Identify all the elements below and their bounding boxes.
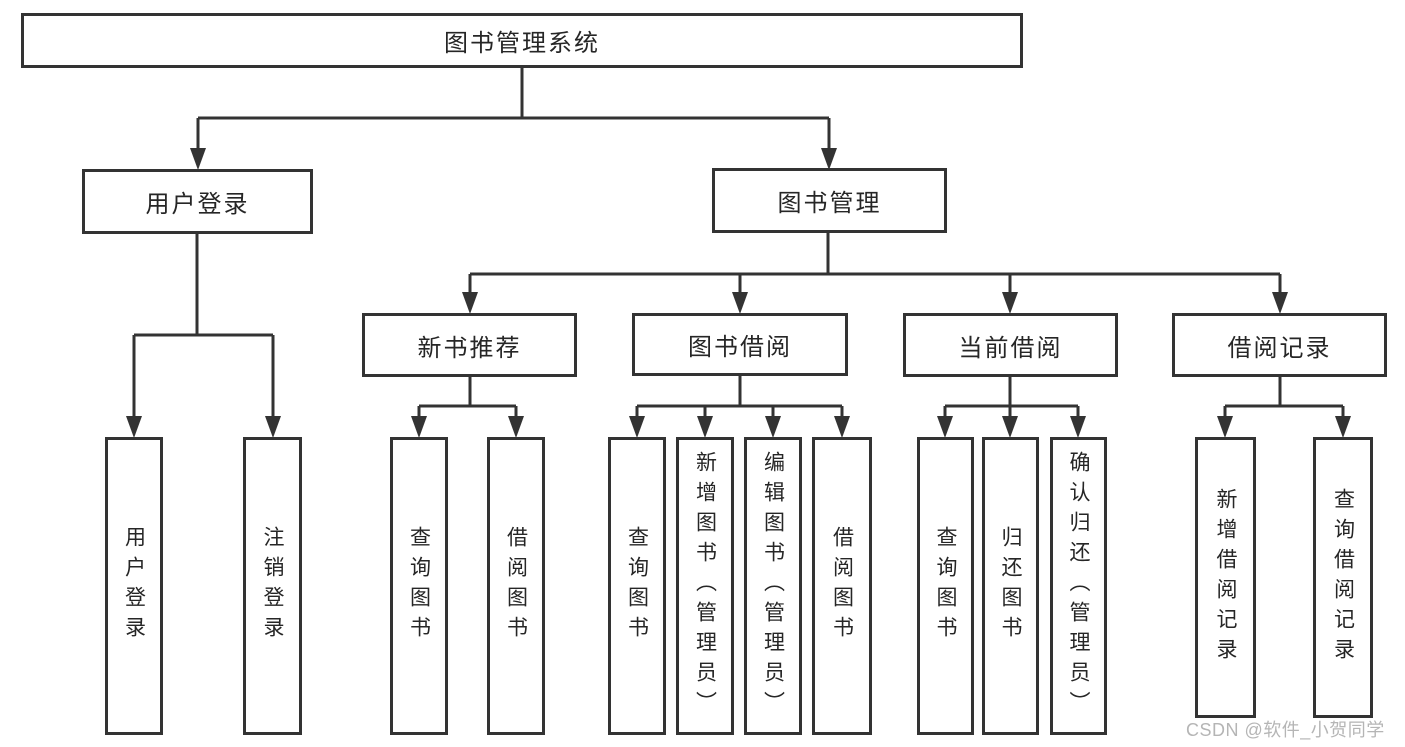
node-leaf-return-book: 归还图书 (982, 437, 1039, 735)
node-new-book-recommend: 新书推荐 (362, 313, 577, 377)
node-label: 查询图书 (934, 526, 957, 646)
node-label: 新书推荐 (417, 334, 522, 362)
node-label: 注销登录 (261, 526, 284, 646)
node-leaf-borrow-books-1: 借阅图书 (487, 437, 545, 735)
node-leaf-query-books-2: 查询图书 (608, 437, 666, 735)
node-label: 编辑图书（管理员） (761, 451, 785, 721)
node-label: 用户登录 (122, 526, 146, 646)
node-leaf-query-borrow-record: 查询借阅记录 (1313, 437, 1373, 718)
node-leaf-query-books-3: 查询图书 (917, 437, 974, 735)
node-label: 图书借阅 (688, 334, 792, 361)
node-label: 借阅图书 (504, 526, 528, 646)
node-label: 借阅记录 (1227, 334, 1332, 362)
node-leaf-add-book-admin: 新增图书（管理员） (676, 437, 734, 735)
node-leaf-query-books-1: 查询图书 (390, 437, 448, 735)
node-label: 当前借阅 (958, 334, 1063, 362)
node-book-borrowing: 图书借阅 (632, 313, 848, 376)
node-label: 用户登录 (145, 191, 250, 218)
node-label: 归还图书 (999, 526, 1022, 646)
watermark-text: CSDN @软件_小贺同学 (1186, 720, 1385, 740)
node-label: 查询图书 (407, 526, 431, 646)
node-label: 新增借阅记录 (1214, 487, 1237, 668)
node-label: 图书管理 (777, 190, 882, 217)
node-label: 查询借阅记录 (1331, 487, 1355, 668)
node-leaf-add-borrow-record: 新增借阅记录 (1195, 437, 1256, 718)
node-label: 图书管理系统 (444, 30, 600, 57)
node-library-management-system: 图书管理系统 (21, 13, 1023, 68)
node-label: 确认归还（管理员） (1067, 451, 1090, 721)
node-leaf-user-login: 用户登录 (105, 437, 163, 735)
node-label: 查询图书 (625, 526, 649, 646)
node-label: 新增图书（管理员） (693, 451, 717, 721)
node-borrowing-records: 借阅记录 (1172, 313, 1387, 377)
node-leaf-borrow-books-2: 借阅图书 (812, 437, 872, 735)
node-leaf-logout: 注销登录 (243, 437, 302, 735)
node-user-login: 用户登录 (82, 169, 313, 234)
node-leaf-edit-book-admin: 编辑图书（管理员） (744, 437, 802, 735)
node-current-borrowing: 当前借阅 (903, 313, 1118, 377)
node-book-management: 图书管理 (712, 168, 947, 233)
connector-paths (132, 68, 1345, 424)
node-leaf-confirm-return-admin: 确认归还（管理员） (1050, 437, 1107, 735)
arrowheads (126, 148, 1351, 438)
node-label: 借阅图书 (830, 526, 854, 646)
